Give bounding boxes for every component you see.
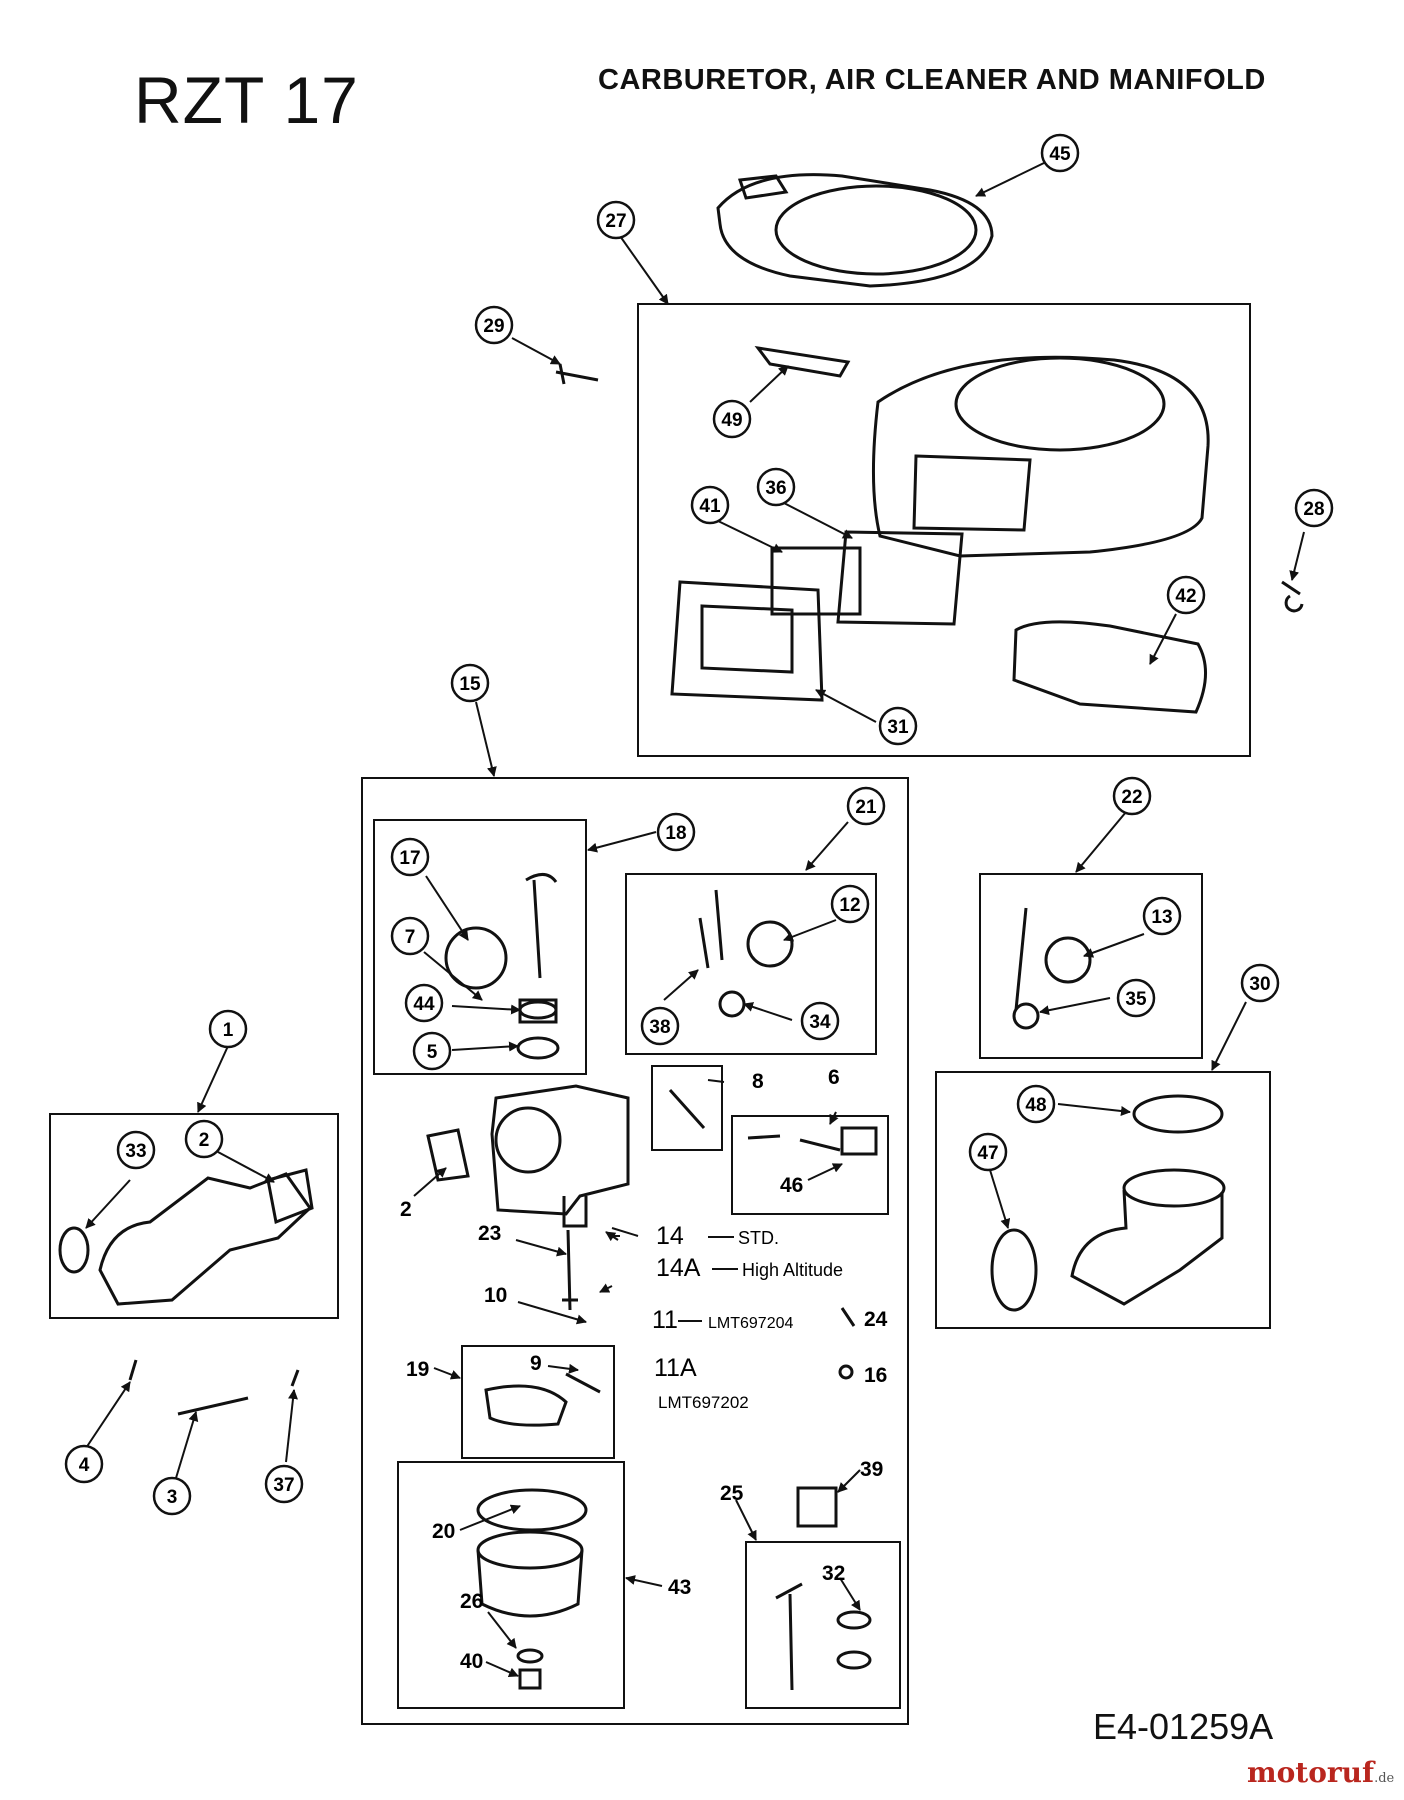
label-6: 6 <box>828 1066 840 1089</box>
callout-41: 41 <box>699 496 721 517</box>
callout-33: 33 <box>125 1141 146 1162</box>
note-14a-text: High Altitude <box>742 1260 843 1280</box>
note-11-text: LMT697204 <box>708 1315 793 1332</box>
model-title: RZT 17 <box>134 63 359 137</box>
label-8: 8 <box>752 1070 764 1093</box>
callout-31: 31 <box>887 717 909 738</box>
box-part-8 <box>651 1065 723 1151</box>
manifold-shape <box>98 1172 312 1306</box>
box-kit-25 <box>745 1541 901 1709</box>
label-26: 26 <box>460 1590 483 1613</box>
callout-44: 44 <box>413 994 435 1015</box>
cover-45-shape <box>716 173 994 288</box>
callout-37: 37 <box>273 1475 294 1496</box>
label-16: 16 <box>864 1364 887 1387</box>
box-bowl-43 <box>397 1461 625 1709</box>
note-11a-number: 11A <box>654 1354 697 1382</box>
callout-18: 18 <box>665 823 686 844</box>
jet-notes: 14 STD. 14A High Altitude 11 LMT697204 1… <box>652 1222 843 1412</box>
callout-35: 35 <box>1125 989 1147 1010</box>
box-adapter-30 <box>935 1071 1271 1329</box>
label-2: 2 <box>400 1198 412 1221</box>
air-cleaner-body-shape <box>871 355 1210 558</box>
box-part-6 <box>731 1115 889 1215</box>
callout-balloons <box>64 133 1334 1516</box>
note-14-text: STD. <box>738 1228 779 1248</box>
callout-4: 4 <box>79 1455 90 1476</box>
callout-48: 48 <box>1025 1095 1046 1116</box>
label-46: 46 <box>780 1174 803 1197</box>
note-11-number: 11 <box>652 1306 678 1334</box>
label-32: 32 <box>822 1562 845 1585</box>
callout-7: 7 <box>405 927 416 948</box>
label-9: 9 <box>530 1352 542 1375</box>
note-11a-text: LMT697202 <box>658 1393 749 1412</box>
box-air-cleaner <box>637 303 1251 757</box>
callout-34: 34 <box>809 1012 831 1033</box>
part-sketches <box>58 173 1304 1691</box>
label-25: 25 <box>720 1482 744 1505</box>
callout-27: 27 <box>605 211 626 232</box>
label-43: 43 <box>668 1576 691 1599</box>
callout-numbers: 45 27 29 49 36 41 28 42 31 15 18 21 22 1… <box>79 144 1325 1508</box>
callout-12: 12 <box>839 895 860 916</box>
carburetor-body-shape <box>490 1084 630 1216</box>
label-23: 23 <box>478 1222 501 1245</box>
callout-36: 36 <box>765 478 786 499</box>
callout-38: 38 <box>649 1017 670 1038</box>
callout-45: 45 <box>1049 144 1071 165</box>
box-throttle-22 <box>979 873 1203 1059</box>
box-choke-shaft <box>373 819 587 1075</box>
label-19: 19 <box>406 1358 429 1381</box>
drawing-code: E4-01259A <box>1093 1706 1274 1747</box>
watermark-name: motoruf <box>1247 1756 1375 1789</box>
callout-15: 15 <box>459 674 481 695</box>
label-20: 20 <box>432 1520 455 1543</box>
box-throttle-21 <box>625 873 877 1055</box>
callout-21: 21 <box>855 797 877 818</box>
part-labels: 8 6 46 2 23 10 19 9 20 26 40 43 25 32 39… <box>400 1066 888 1673</box>
callout-49: 49 <box>721 410 742 431</box>
diagram-title: CARBURETOR, AIR CLEANER AND MANIFOLD <box>598 64 1266 96</box>
label-10: 10 <box>484 1284 507 1307</box>
note-14-number: 14 <box>656 1222 684 1250</box>
box-carburetor <box>361 777 909 1725</box>
label-39: 39 <box>860 1458 883 1481</box>
callout-13: 13 <box>1151 907 1172 928</box>
callout-29: 29 <box>483 316 504 337</box>
callout-5: 5 <box>427 1042 438 1063</box>
callout-2: 2 <box>199 1130 210 1151</box>
callout-17: 17 <box>399 848 420 869</box>
callout-47: 47 <box>977 1143 998 1164</box>
box-manifold <box>49 1113 339 1319</box>
box-float-19 <box>461 1345 615 1459</box>
callout-22: 22 <box>1121 787 1142 808</box>
watermark-tld: .de <box>1374 1771 1395 1786</box>
note-14a-number: 14A <box>656 1254 701 1282</box>
callout-3: 3 <box>167 1487 178 1508</box>
callout-42: 42 <box>1175 586 1196 607</box>
callout-30: 30 <box>1249 974 1270 995</box>
label-24: 24 <box>864 1308 888 1331</box>
callout-28: 28 <box>1303 499 1324 520</box>
leader-lines <box>85 161 1305 1677</box>
watermark-logo: motoruf.de <box>1247 1756 1394 1789</box>
label-40: 40 <box>460 1650 483 1673</box>
callout-1: 1 <box>223 1020 234 1041</box>
